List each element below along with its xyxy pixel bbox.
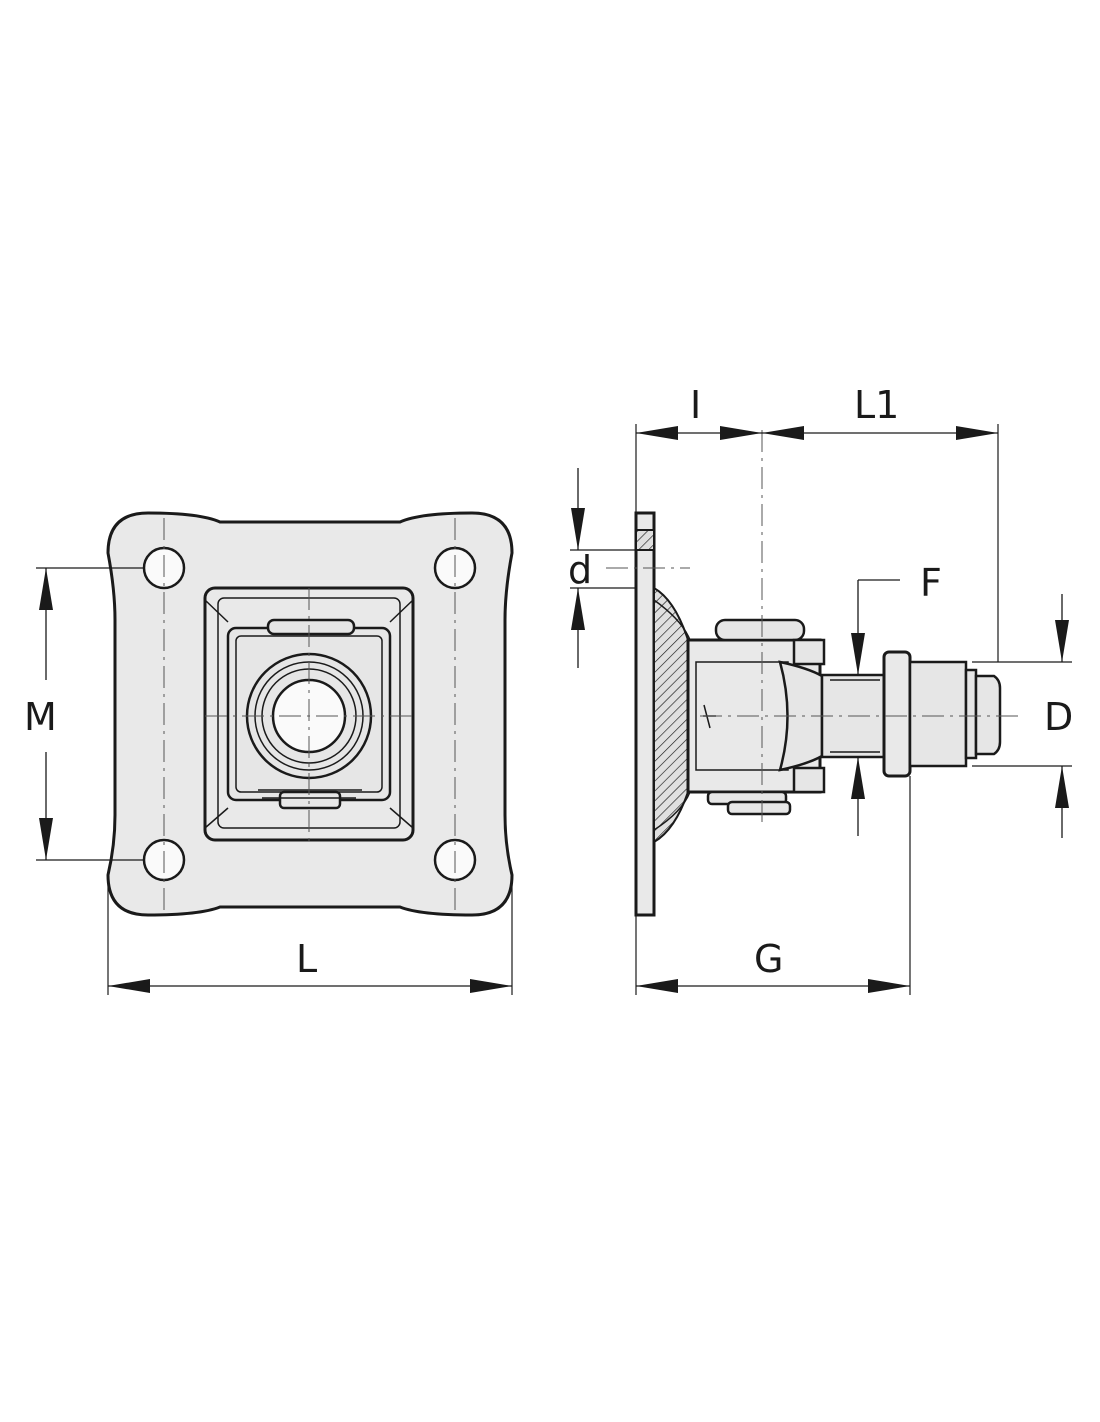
label-I: I <box>690 383 701 427</box>
thread-end <box>974 674 1002 756</box>
dimension-F: F <box>851 561 942 836</box>
threaded-stub <box>908 660 968 768</box>
label-G: G <box>754 937 783 981</box>
label-M: M <box>24 695 57 739</box>
label-L1: L1 <box>854 383 899 427</box>
side-plate <box>634 511 656 917</box>
label-D: D <box>1044 695 1073 739</box>
dimension-d: d <box>568 468 636 668</box>
dimension-G: G <box>635 776 911 995</box>
dimension-I-L1: I L1 <box>635 383 999 662</box>
label-d: d <box>568 548 592 592</box>
dimension-L: L <box>107 880 513 995</box>
plate-hatch-section-1 <box>635 529 655 551</box>
dimension-D: D <box>972 594 1073 838</box>
label-L: L <box>296 937 317 981</box>
front-view <box>106 511 514 917</box>
pin-neck <box>778 660 824 772</box>
dimension-M: M <box>24 567 145 861</box>
label-F: F <box>920 561 942 605</box>
side-view <box>606 430 1020 917</box>
flange <box>882 650 912 778</box>
